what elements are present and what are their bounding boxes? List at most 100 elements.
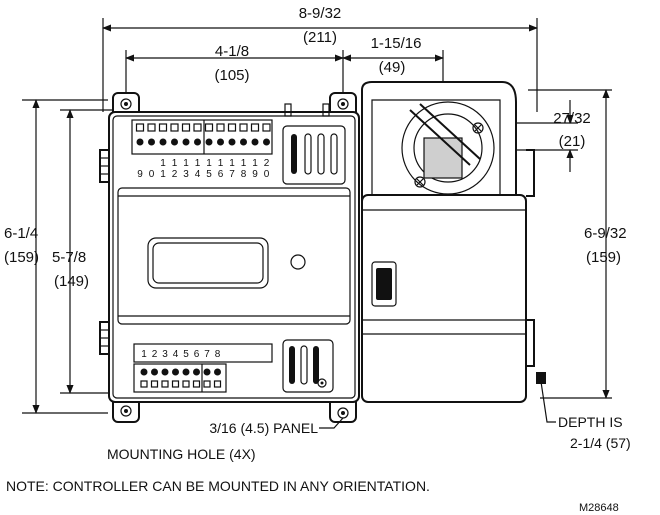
callouts: 3/16 (4.5) PANEL MOUNTING HOLE (4X) DEPT… [107,374,631,462]
terminal-screw [147,123,156,132]
terminal-label: 9 [252,169,258,180]
terminal-label: 1 [160,158,166,169]
terminal-screw-head [251,138,259,146]
controller-cover [117,187,351,325]
shaft-offset-frac: 27/32 [553,110,591,127]
terminal-screw-head [171,138,178,146]
terminal-screw [158,123,168,132]
actuator-module [361,81,546,403]
terminal-label: 8 [241,169,247,180]
terminal-screw-head [136,138,144,146]
terminal-screw [170,123,179,132]
terminal-screw-head [182,368,190,376]
terminal-label: 6 [194,349,200,360]
actuator-offset-mm: (49) [379,59,406,76]
terminal-screw [216,123,225,132]
terminal-screw [182,380,190,388]
actuator-offset-frac: 1-15/16 [371,35,422,52]
terminal-label: 1 [229,158,235,169]
terminal-label: 1 [183,158,189,169]
terminal-screw-head [228,138,236,146]
terminal-label: 8 [215,349,221,360]
hole-spacing-h-mm: (105) [214,67,249,84]
label-window [147,237,269,289]
terminal-screw [203,380,211,388]
terminal-label: 2 [152,349,158,360]
actuator-clip-bottom [526,319,535,367]
terminal-label: 7 [229,169,235,180]
terminal-label: 1 [172,158,178,169]
terminal-label: 2 [264,158,270,169]
terminal-screw-head [172,368,179,376]
terminal-screw [227,123,237,132]
terminal-screw-head [193,368,200,376]
dimension-labels: 8-9/32 (211) 4-1/8 (105) 1-15/16 (49) 27… [4,5,627,290]
depth-callout-line2: 2-1/4 (57) [570,435,631,451]
terminal-screw [213,380,222,388]
terminal-label: 4 [173,349,179,360]
mounting-hole-bottom-left [112,397,140,423]
vent-slots-bottom [282,339,334,393]
terminal-label: 5 [183,349,189,360]
panel-hole-callout-line1: 3/16 (4.5) PANEL [209,420,318,436]
terminal-screw-head [182,138,190,146]
actuator-latch [371,261,397,307]
figure-id: M28648 [579,502,619,514]
terminal-screw [250,123,260,132]
terminal-label: 1 [195,158,201,169]
terminal-label: 3 [162,349,168,360]
terminal-screw-head [214,368,221,376]
terminal-screw-head [240,138,247,146]
terminal-screw [239,123,248,132]
terminal-screws-top [135,123,271,146]
overall-height-right-frac: 6-9/32 [584,225,627,242]
terminal-strip-label [133,343,273,363]
terminal-screw [192,380,201,388]
terminal-label: 1 [160,169,166,180]
overall-width-mm: (211) [303,29,337,46]
shaft-offset-mm: (21) [559,133,586,150]
terminal-screw [262,123,271,132]
depth-callout-line1: DEPTH IS [558,414,623,430]
terminal-screw-head [159,138,167,146]
actuator-housing [361,194,527,403]
terminal-label: 7 [204,349,210,360]
hole-spacing-v-frac: 5-7/8 [52,249,86,266]
terminal-label: 0 [264,169,270,180]
terminal-screw-head [161,368,169,376]
hole-spacing-h-frac: 4-1/8 [215,43,249,60]
terminal-label: 9 [137,169,143,180]
terminal-label: 3 [183,169,189,180]
vent-slots-top [282,125,346,185]
terminal-screw-head [205,138,213,146]
terminal-label: 1 [252,158,258,169]
terminal-screw-head [140,368,148,376]
terminal-screw [193,123,202,132]
terminal-screw-head [203,368,211,376]
terminal-label: 1 [218,158,224,169]
terminal-screw-head [217,138,224,146]
dimension-arrows [32,24,610,414]
terminal-label: 1 [141,349,147,360]
terminal-screw-head [148,138,155,146]
actuator-clip-top [526,149,535,197]
terminal-screw [171,380,180,388]
terminal-label: 5 [206,169,212,180]
terminal-screw-head [194,138,201,146]
terminal-screw [135,123,145,132]
overall-height-left-frac: 6-1/4 [4,225,38,242]
terminal-screws-bottom [140,368,222,388]
terminal-screw-head [151,368,158,376]
status-led [290,254,306,270]
side-clips-left [99,149,108,355]
terminal-label: 6 [218,169,224,180]
terminal-label: 0 [149,169,155,180]
terminal-label: 2 [172,169,178,180]
terminal-screw [181,123,191,132]
terminal-screw [204,123,214,132]
mounting-note: NOTE: CONTROLLER CAN BE MOUNTED IN ANY O… [6,478,430,494]
